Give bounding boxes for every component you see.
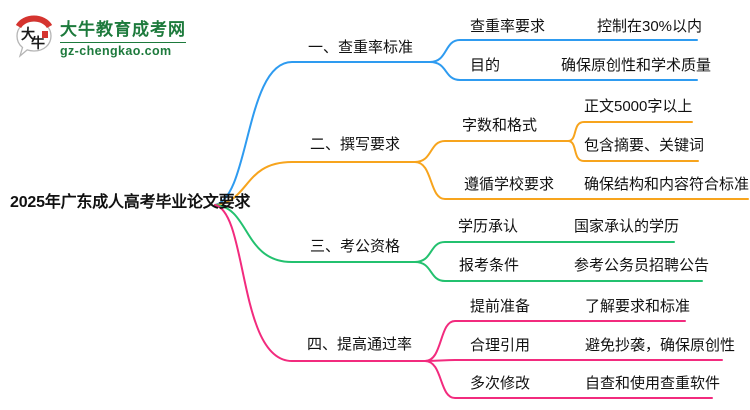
leaf-value: 确保原创性和学术质量 (561, 57, 712, 74)
branch2-label: 二、撰写要求 (310, 136, 401, 153)
leaf-value: 正文5000字以上 (584, 98, 693, 115)
leaf-label: 报考条件 (459, 257, 520, 274)
branch1-child2-link (429, 61, 698, 81)
leaf-value: 自查和使用查重软件 (585, 375, 721, 392)
logo-seal (42, 31, 48, 38)
root-node: 2025年广东成人高考毕业论文要求 (10, 194, 251, 211)
branch1-link (214, 61, 431, 206)
branch2-grandchild1-link (567, 121, 693, 142)
site-name: 大牛教育成考网 (60, 20, 186, 39)
leaf-value: 避免抄袭，确保原创性 (585, 337, 736, 354)
leaf-label: 遵循学校要求 (464, 176, 555, 193)
logo-char-bottom: 牛 (31, 35, 45, 51)
leaf-label: 提前准备 (470, 298, 531, 315)
branch4-link (214, 204, 426, 362)
leaf-value: 包含摘要、关键词 (584, 137, 705, 154)
branch3-label: 三、考公资格 (310, 238, 401, 255)
leaf-label: 学历承认 (458, 218, 519, 235)
leaf-label: 合理引用 (470, 337, 531, 354)
leaf-value: 了解要求和标准 (585, 298, 691, 315)
branch2-grandchild2-link (567, 140, 699, 162)
logo-char-top: 大 (21, 26, 35, 42)
leaf-value: 确保结构和内容符合标准 (584, 176, 750, 193)
branch4-child2-link (424, 359, 723, 362)
branch1-label: 一、查重率标准 (308, 39, 414, 56)
branch2-child2-link (414, 161, 749, 200)
branch3-link (214, 204, 416, 263)
branch2-child1-link (414, 140, 569, 163)
branch3-child2-link (414, 261, 703, 282)
branch3-child1-link (414, 241, 675, 263)
branch4-child3-link (424, 360, 713, 399)
leaf-value: 国家承认的学历 (574, 218, 680, 235)
leaf-value: 参考公务员招聘公告 (574, 257, 710, 274)
leaf-value: 控制在30%以内 (597, 18, 703, 35)
leaf-label: 多次修改 (470, 375, 531, 392)
site-url: gz-chengkao.com (60, 42, 186, 58)
leaf-label: 目的 (470, 57, 501, 74)
leaf-label: 查重率要求 (470, 18, 546, 35)
site-logo[interactable]: 大 牛 大牛教育成考网 gz-chengkao.com (13, 11, 186, 61)
speech-bubble-logo-icon: 大 牛 (15, 15, 53, 58)
branch1-child1-link (429, 39, 698, 63)
branch4-label: 四、提高通过率 (307, 336, 413, 353)
leaf-label: 字数和格式 (462, 117, 538, 134)
branch2-link (214, 161, 416, 206)
branch4-child1-link (424, 320, 686, 362)
